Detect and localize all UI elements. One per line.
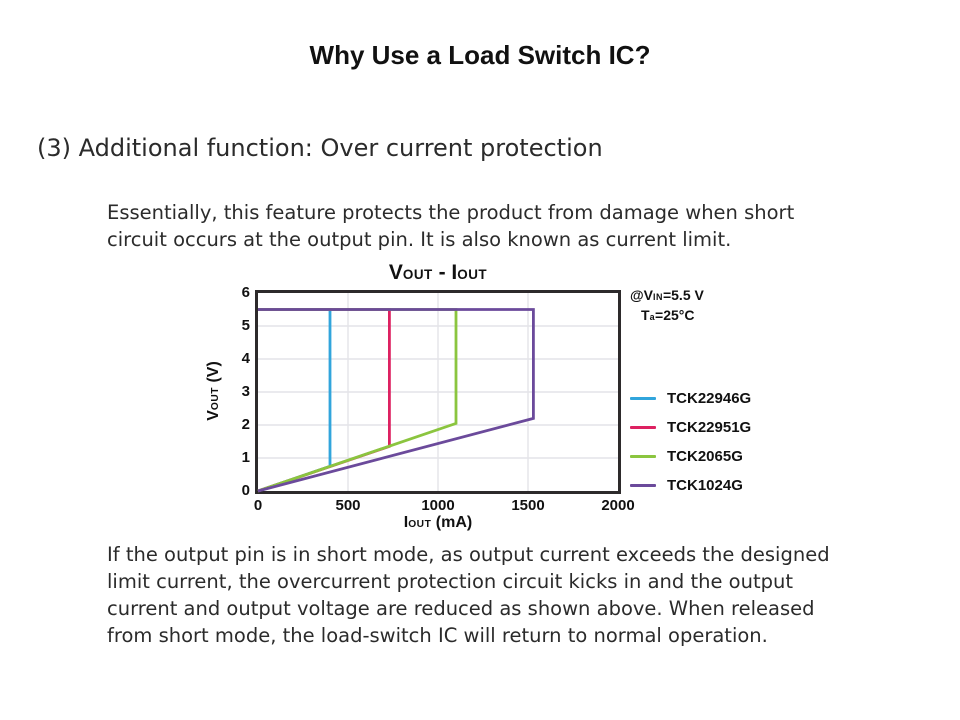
legend-swatch bbox=[630, 426, 656, 429]
chart-title-v: V bbox=[388, 261, 403, 284]
condition-ta-post: =25°C bbox=[655, 307, 695, 323]
series-line-TCK1024G bbox=[257, 308, 535, 493]
y-tick-label: 1 bbox=[241, 449, 250, 466]
x-tick-label: 1000 bbox=[421, 497, 455, 514]
series-line-TCK22951G bbox=[257, 308, 391, 493]
section-heading: (3) Additional function: Over current pr… bbox=[37, 134, 603, 162]
x-tick-label: 500 bbox=[335, 497, 361, 514]
y-tick-label: 5 bbox=[241, 317, 250, 334]
chart-plot-svg bbox=[257, 293, 618, 493]
legend-label: TCK22951G bbox=[667, 419, 752, 436]
y-tick-label: 2 bbox=[241, 416, 250, 433]
legend-swatch bbox=[630, 484, 656, 487]
y-axis-label-sub: OUT bbox=[210, 387, 221, 411]
y-tick-label: 6 bbox=[241, 284, 250, 301]
test-conditions: @VIN=5.5 V Ta=25°C bbox=[630, 286, 704, 326]
legend-label: TCK2065G bbox=[667, 448, 743, 465]
condition-vin-post: =5.5 V bbox=[662, 287, 704, 303]
legend-label: TCK22946G bbox=[667, 390, 752, 407]
condition-ta-pre: T bbox=[641, 307, 650, 323]
legend: TCK22946G TCK22951G TCK2065G TCK1024G bbox=[630, 384, 751, 500]
condition-ta: Ta=25°C bbox=[630, 306, 704, 326]
chart-title-sep: - bbox=[432, 261, 452, 284]
condition-vin: @VIN=5.5 V bbox=[630, 286, 704, 306]
page-title: Why Use a Load Switch IC? bbox=[309, 40, 651, 70]
x-axis-label: IOUT (mA) bbox=[258, 514, 618, 532]
x-tick-label: 2000 bbox=[601, 497, 635, 514]
legend-item: TCK2065G bbox=[630, 442, 751, 471]
x-tick-label: 1500 bbox=[511, 497, 545, 514]
legend-item: TCK22946G bbox=[630, 384, 751, 413]
y-tick-label: 4 bbox=[241, 350, 250, 367]
chart-title: VOUT - IOUT bbox=[258, 261, 618, 285]
y-axis-label-v: V bbox=[205, 410, 222, 421]
chart-title-i: I bbox=[451, 261, 458, 284]
x-tick-label: 0 bbox=[253, 497, 263, 514]
condition-vin-sub: IN bbox=[653, 292, 663, 302]
intro-paragraph: Essentially, this feature protects the p… bbox=[107, 201, 795, 251]
condition-vin-pre: @V bbox=[630, 287, 653, 303]
series-line-TCK2065G bbox=[257, 308, 458, 493]
x-axis-label-unit: (mA) bbox=[431, 514, 473, 531]
series-line-TCK22946G bbox=[257, 308, 332, 493]
legend-swatch bbox=[630, 397, 656, 400]
legend-item: TCK1024G bbox=[630, 471, 751, 500]
y-tick-label: 0 bbox=[241, 482, 250, 499]
legend-swatch bbox=[630, 455, 656, 458]
condition-ta-sub: a bbox=[649, 312, 656, 322]
plot-area bbox=[255, 290, 621, 494]
y-axis-label-unit: (V) bbox=[205, 361, 222, 387]
legend-label: TCK1024G bbox=[667, 477, 743, 494]
chart-title-v-sub: OUT bbox=[402, 267, 433, 282]
explanation-paragraph: If the output pin is in short mode, as o… bbox=[107, 543, 830, 647]
y-tick-label: 3 bbox=[241, 383, 250, 400]
chart-title-i-sub: OUT bbox=[457, 267, 488, 282]
x-axis-label-i: I bbox=[403, 514, 409, 531]
y-axis-label: VOUT (V) bbox=[205, 361, 223, 421]
x-axis-label-sub: OUT bbox=[408, 519, 432, 530]
legend-item: TCK22951G bbox=[630, 413, 751, 442]
